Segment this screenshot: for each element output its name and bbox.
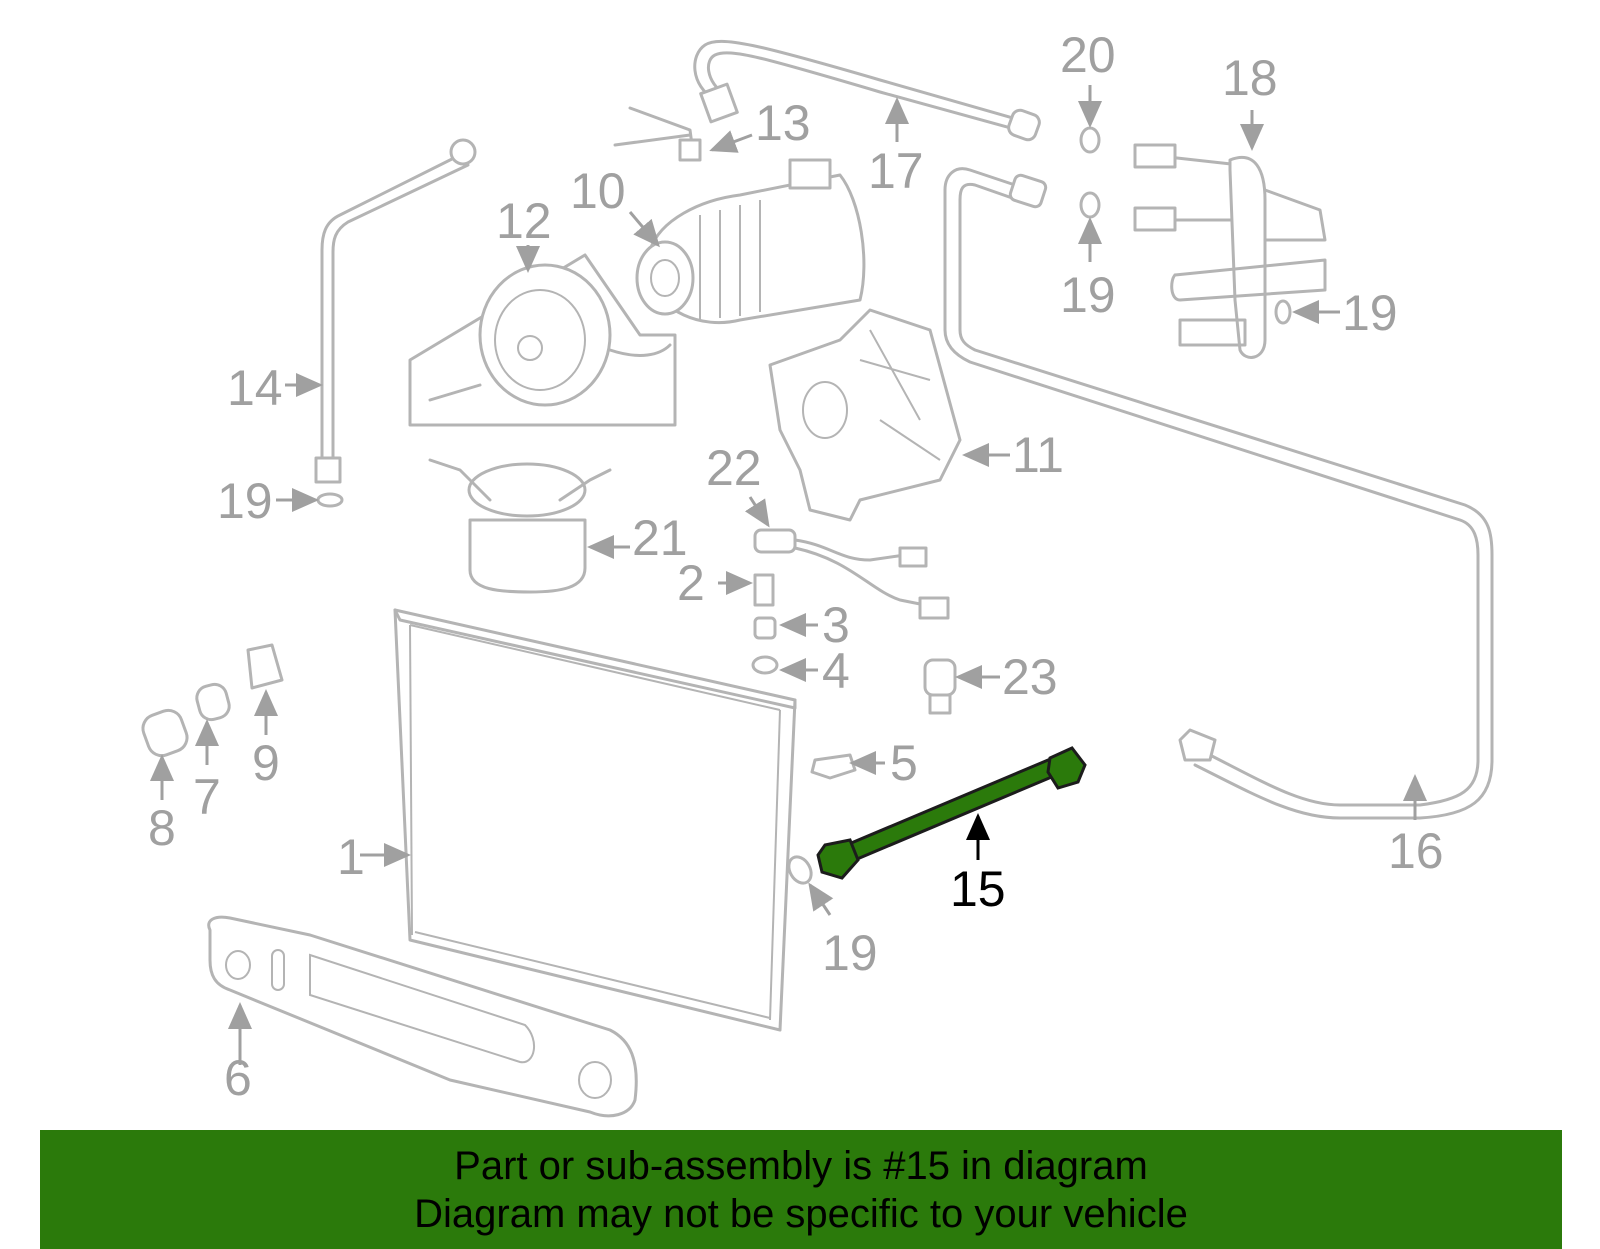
o-rings: [316, 126, 1292, 885]
callout-20: 20: [1060, 27, 1116, 83]
callout-17: 17: [868, 143, 924, 199]
callout-6: 6: [224, 1050, 252, 1106]
part-1-condenser: [393, 608, 797, 1032]
part-17-pipe: [693, 39, 1041, 142]
callout-3: 3: [822, 597, 850, 653]
part-16-pipe: [943, 167, 1494, 820]
bushings: [141, 643, 284, 758]
callout-13: 13: [755, 95, 811, 151]
part-22-harness: [753, 528, 950, 620]
part-6-support: [207, 915, 638, 1118]
callout-4: 4: [822, 643, 850, 699]
fasteners: [751, 573, 857, 780]
callout-2: 2: [677, 555, 705, 611]
callout-7: 7: [193, 769, 221, 825]
part-15-line-highlighted: [816, 746, 1087, 880]
callout-21: 21: [632, 510, 688, 566]
callout-22: 22: [706, 440, 762, 496]
callout-9: 9: [252, 735, 280, 791]
callout-12: 12: [496, 193, 552, 249]
callout-19-d: 19: [822, 925, 878, 981]
info-banner: Part or sub-assembly is #15 in diagram D…: [40, 1130, 1562, 1249]
part-13-switch: [613, 106, 702, 162]
part-21-drier: [428, 458, 612, 594]
part-12-clutch: [408, 253, 677, 427]
callout-10: 10: [570, 163, 626, 219]
callout-19-c: 19: [217, 473, 273, 529]
banner-line-1: Part or sub-assembly is #15 in diagram: [454, 1143, 1148, 1188]
part-10-compressor: [635, 158, 866, 325]
callout-15: 15: [950, 861, 1006, 917]
banner-line-2: Diagram may not be specific to your vehi…: [414, 1191, 1188, 1236]
callout-19-a: 19: [1060, 267, 1116, 323]
callout-19-b: 19: [1342, 285, 1398, 341]
callout-11: 11: [1012, 427, 1064, 483]
callout-arrows: [150, 85, 1427, 1065]
callout-8: 8: [148, 800, 176, 856]
part-11-bracket: [768, 308, 962, 522]
callout-23: 23: [1002, 649, 1058, 705]
part-23-switch: [923, 658, 957, 715]
callout-5: 5: [890, 735, 918, 791]
callout-18: 18: [1222, 50, 1278, 106]
callout-16: 16: [1388, 823, 1444, 879]
part-18-fitting: [1133, 143, 1327, 359]
callout-1: 1: [337, 829, 365, 885]
part-14-line: [314, 138, 477, 484]
callout-14: 14: [227, 360, 283, 416]
